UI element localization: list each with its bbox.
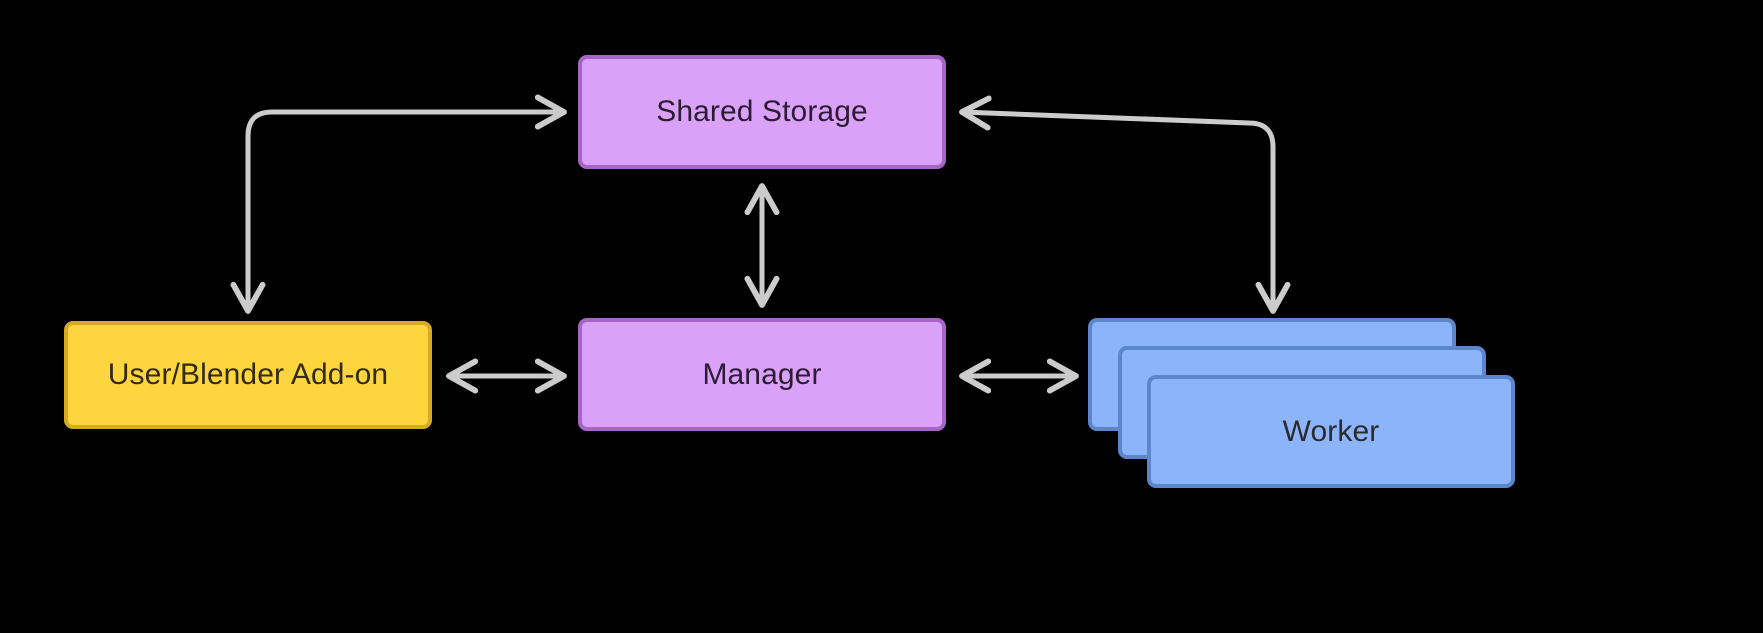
node-shared-storage-label: Shared Storage: [656, 95, 868, 128]
edge-user-addon-to-shared-storage: [230, 94, 567, 314]
node-manager[interactable]: Manager: [578, 318, 946, 431]
edge-worker-to-shared-storage: [959, 95, 1291, 314]
node-manager-label: Manager: [702, 357, 822, 391]
node-shared-storage[interactable]: Shared Storage: [578, 55, 946, 169]
node-worker-label: Worker: [1282, 414, 1380, 448]
worker-card-front[interactable]: Worker: [1147, 375, 1515, 488]
node-worker-stack[interactable]: Worker: [1088, 318, 1518, 490]
node-user-blender-addon[interactable]: User/Blender Add-on: [64, 321, 432, 429]
node-user-blender-addon-label: User/Blender Add-on: [107, 358, 389, 391]
